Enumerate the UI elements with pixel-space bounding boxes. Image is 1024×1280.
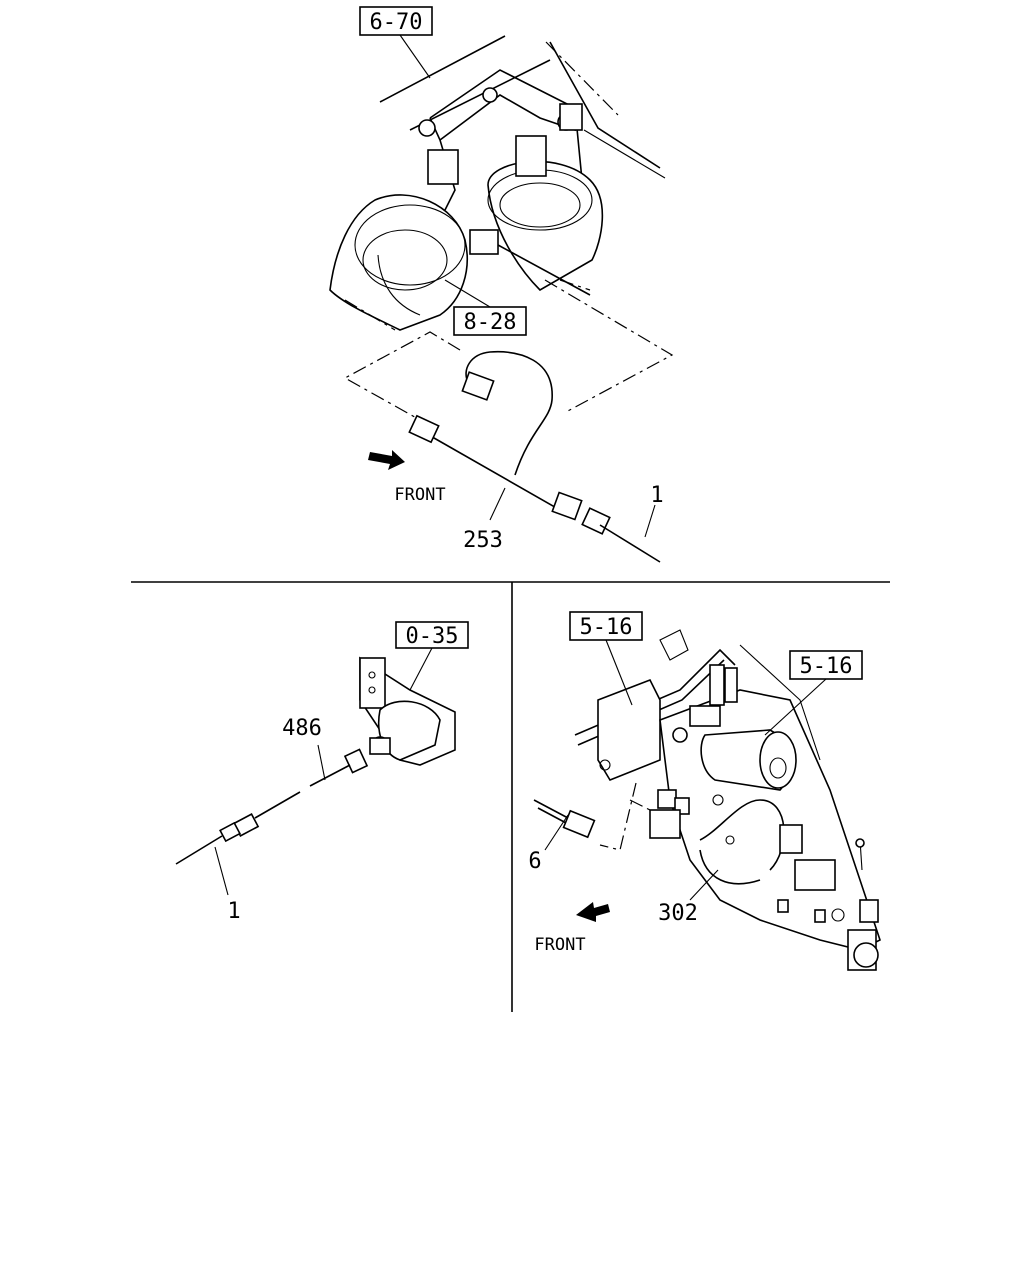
motor-assembly — [574, 629, 881, 971]
ref-label-8-28: 8-28 — [464, 310, 517, 335]
harness-253 — [343, 331, 661, 563]
front-label-right: FRONT — [534, 935, 585, 955]
ref-box-5-16-right: 5-16 — [764, 650, 863, 736]
ref-box-5-16-left: 5-16 — [569, 611, 643, 706]
front-arrow-icon — [368, 450, 405, 470]
ref-label-5-16-left: 5-16 — [580, 615, 633, 640]
part-number-6: 6 — [528, 849, 541, 874]
part-number-486: 486 — [282, 716, 322, 741]
part-number-1-top: 1 — [650, 483, 663, 508]
front-label-top: FRONT — [394, 485, 445, 505]
ref-box-6-70: 6-70 — [359, 6, 433, 79]
relay-bracket-assembly — [343, 656, 456, 774]
ref-box-0-35: 0-35 — [395, 621, 469, 691]
harness-486 — [175, 744, 351, 896]
ref-box-8-28: 8-28 — [444, 279, 527, 336]
part-number-1-left: 1 — [227, 899, 240, 924]
front-arrow-icon-right — [576, 902, 610, 922]
ref-label-5-16-right: 5-16 — [800, 654, 853, 679]
horn-assembly — [329, 35, 674, 413]
part-number-253: 253 — [463, 528, 503, 553]
connector-6 — [533, 799, 596, 851]
ref-label-6-70: 6-70 — [370, 10, 423, 35]
ref-label-0-35: 0-35 — [406, 624, 459, 649]
part-number-302: 302 — [658, 901, 698, 926]
